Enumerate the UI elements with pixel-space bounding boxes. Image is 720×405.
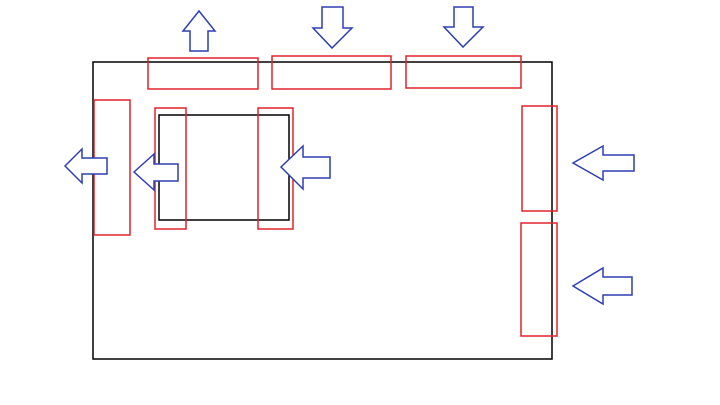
arrow-left-icon — [279, 144, 331, 191]
region-top-left — [147, 57, 259, 90]
arrow-down-icon — [442, 6, 485, 49]
arrow-left-icon — [63, 147, 108, 185]
region-top-right — [405, 55, 522, 89]
arrow-down-icon — [311, 6, 354, 50]
region-right-lower — [520, 222, 558, 337]
arrow-left-icon — [132, 152, 179, 192]
region-right-upper — [521, 105, 558, 212]
region-top-center — [271, 55, 392, 90]
arrow-left-icon — [571, 266, 633, 306]
arrow-left-icon — [571, 144, 635, 182]
outer-frame — [92, 61, 553, 360]
arrow-up-icon — [181, 9, 217, 52]
